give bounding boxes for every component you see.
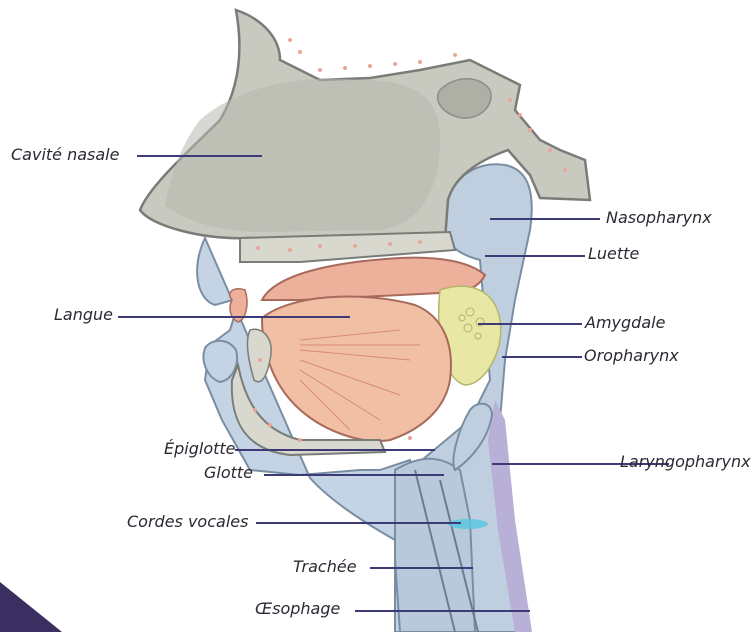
label-cordes-vocales: Cordes vocales <box>127 513 248 531</box>
label-cavite-nasale: Cavité nasale <box>11 146 119 164</box>
leader-nasopharynx <box>490 218 600 220</box>
leader-epiglotte <box>235 449 435 451</box>
leader-oropharynx <box>502 356 582 358</box>
label-laryngopharynx: Laryngopharynx <box>620 453 751 471</box>
label-glotte: Glotte <box>204 464 253 482</box>
leader-glotte <box>264 474 444 476</box>
leader-amygdale <box>478 323 582 325</box>
label-trachee: Trachée <box>293 558 357 576</box>
label-epiglotte: Épiglotte <box>164 440 236 458</box>
trachea <box>395 459 475 632</box>
vocal-cords <box>448 519 488 529</box>
leader-trachee <box>370 567 473 569</box>
label-amygdale: Amygdale <box>585 314 665 332</box>
label-oropharynx: Oropharynx <box>584 347 679 365</box>
leader-oesophage <box>355 610 530 612</box>
corner-accent <box>0 582 62 632</box>
label-luette: Luette <box>588 245 639 263</box>
tongue <box>262 296 451 441</box>
label-oesophage: Œsophage <box>255 600 340 618</box>
label-langue: Langue <box>54 306 113 324</box>
leader-cordes-vocales <box>256 522 461 524</box>
label-nasopharynx: Nasopharynx <box>606 209 712 227</box>
leader-luette <box>485 255 585 257</box>
leader-langue <box>118 316 350 318</box>
leader-cavite-nasale <box>137 155 262 157</box>
